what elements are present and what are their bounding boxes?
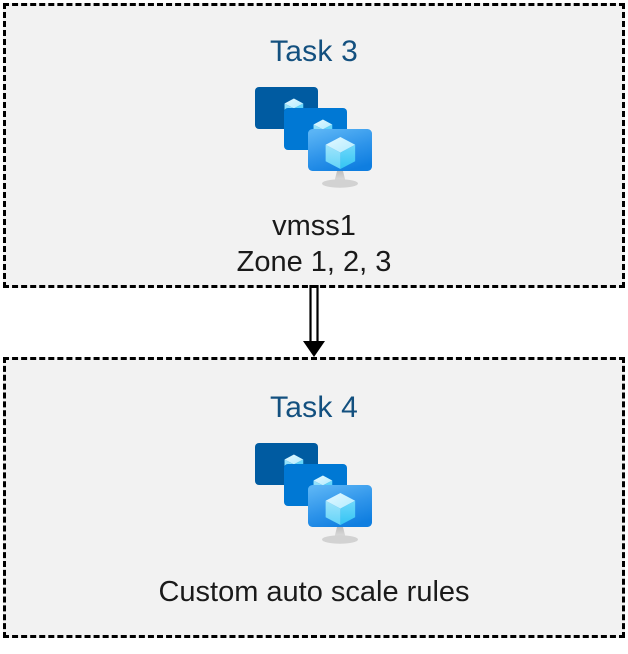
task-box-caption: Custom auto scale rules xyxy=(158,574,469,610)
caption-line: Custom auto scale rules xyxy=(158,576,470,608)
task-box-task4[interactable]: Task 4 xyxy=(3,357,625,638)
vmss-monitor-stand xyxy=(322,527,358,544)
vmss-monitor-stand xyxy=(322,171,358,188)
vmss-monitor-front xyxy=(308,485,372,527)
task-box-task3[interactable]: Task 3 xyxy=(3,3,625,288)
vmss-monitor-front xyxy=(308,129,372,171)
task-box-title: Task 4 xyxy=(270,391,358,424)
task-box-title: Task 3 xyxy=(270,35,358,68)
caption-line: Zone 1, 2, 3 xyxy=(236,246,392,278)
azure-vmss-icon xyxy=(253,441,375,550)
connector-task3-to-task4 xyxy=(295,285,333,359)
azure-vmss-icon xyxy=(253,85,375,194)
task-box-caption: vmss1 Zone 1, 2, 3 xyxy=(237,208,392,280)
caption-line: vmss1 xyxy=(272,210,356,242)
